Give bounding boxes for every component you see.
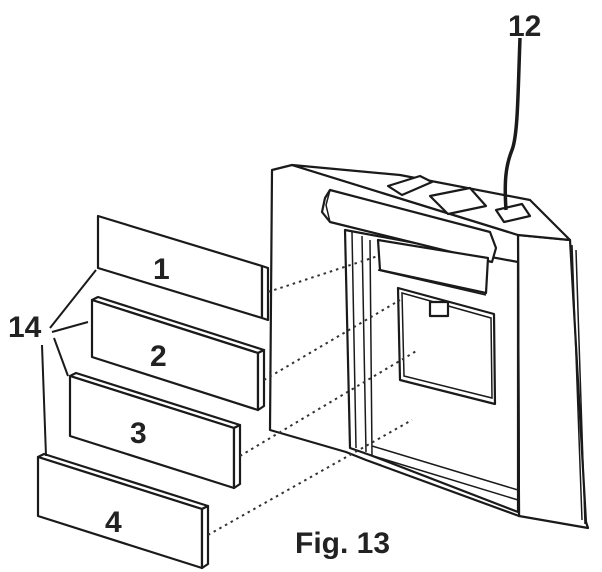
guide-line-2 [263,299,401,381]
guide-line-3 [239,349,419,457]
leader-14-to-panel-1 [49,269,97,329]
panel-4-edge [200,504,210,570]
top-slot [428,186,488,216]
top-tab-left [386,174,434,197]
connector-block [428,300,450,318]
top-roller-bar [320,188,498,264]
leader-14-to-panel-2 [51,321,89,333]
roller-end [325,189,331,223]
bottom-rail [369,445,519,501]
panel-3-label: 3 [130,417,147,450]
panel-1-face [96,214,264,320]
right-edge-lines [571,244,586,525]
inner-upper-plate [376,238,490,295]
panel-4-label: 4 [105,506,122,539]
housing [268,163,590,530]
panel-3-edge [232,423,242,490]
figure-caption: Fig. 13 [295,527,390,560]
panel-2: 2 [90,295,266,412]
control-plate-inset [401,292,493,399]
leader-14-to-panel-3 [53,337,69,377]
upper-plate-lip [377,269,487,296]
left-rail [351,231,373,457]
inner-control-plate [396,286,497,406]
panel-2-label: 2 [150,340,167,373]
guide-line-4 [207,419,413,536]
panel-3: 3 [68,371,242,490]
panel-1-edge [260,264,270,322]
callout-14: 14 [8,311,42,344]
panel-1-label: 1 [153,253,170,286]
panel-1: 1 [96,214,270,322]
panel-2-edge [256,348,266,412]
cable-12 [503,37,522,211]
housing-top [290,163,572,242]
leader-14-to-panel-4 [41,344,47,457]
callout-12: 12 [508,10,541,43]
panel-4: 4 [36,452,210,570]
